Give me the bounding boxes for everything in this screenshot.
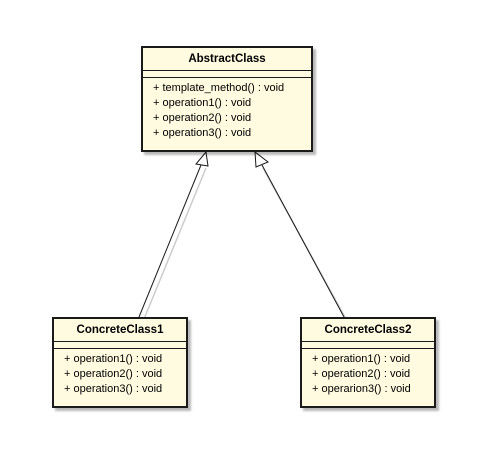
attributes-compartment [54, 341, 186, 348]
abstract-class-box[interactable]: AbstractClass + template_method() : void… [141, 46, 313, 152]
operation: + operarion3() : void [312, 383, 411, 395]
operation: + operation1() : void [312, 353, 411, 365]
generalization-arrowhead-concrete2 [254, 150, 269, 168]
generalization-line-concrete2 [261, 164, 345, 318]
operations-compartment: + template_method() : void + operation1(… [143, 77, 311, 143]
concrete-class-2-box[interactable]: ConcreteClass2 + operation1() : void + o… [300, 317, 436, 408]
generalization-line-concrete1 [138, 164, 202, 318]
class-name: AbstractClass [188, 53, 266, 65]
class-name: ConcreteClass2 [324, 324, 412, 336]
operation: + operation2() : void [153, 112, 252, 124]
operations-compartment: + operation1() : void + operation2() : v… [54, 348, 186, 399]
attributes-compartment [143, 70, 311, 77]
generalization-arrowhead-concrete1 [195, 150, 209, 167]
concrete-class-1-box[interactable]: ConcreteClass1 + operation1() : void + o… [52, 317, 188, 408]
operation: + operation3() : void [64, 383, 163, 395]
class-name: ConcreteClass1 [76, 324, 164, 336]
operations-compartment: + operation1() : void + operation2() : v… [302, 348, 434, 399]
operation: + operation1() : void [153, 97, 252, 109]
operation: + template_method() : void [153, 82, 285, 94]
operation: + operation3() : void [153, 127, 252, 139]
operation: + operation1() : void [64, 353, 163, 365]
attributes-compartment [302, 341, 434, 348]
operation: + operation2() : void [64, 368, 163, 380]
operation: + operation2() : void [312, 368, 411, 380]
